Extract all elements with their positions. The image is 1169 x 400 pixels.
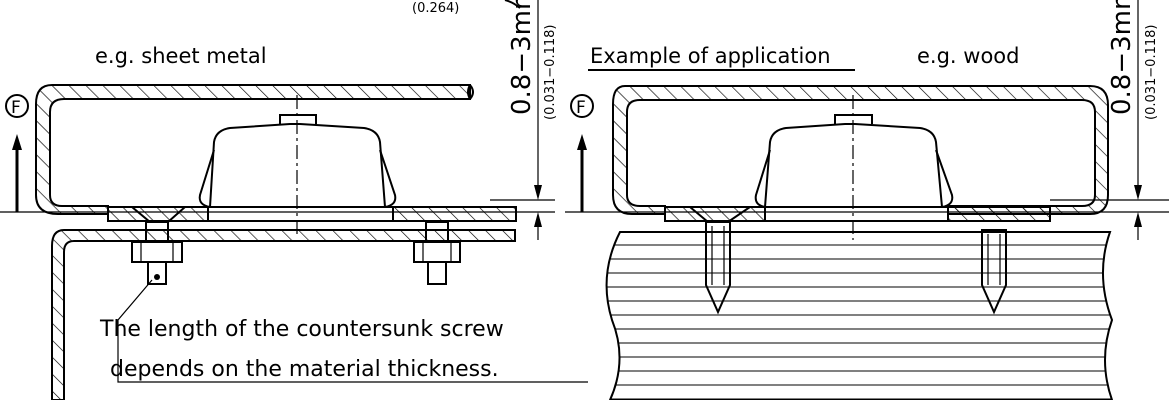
left-material-label: e.g. sheet metal (95, 44, 267, 68)
left-force-label: F (11, 98, 21, 118)
right-dimension: 0.8−3mm (0.031−0.118) (1107, 0, 1159, 240)
right-housing (612, 85, 1109, 215)
right-wood-screw (981, 229, 1007, 315)
wood-block (605, 231, 1114, 400)
left-dimension-in: (0.031−0.118) (543, 25, 558, 120)
left-vibration-mount (198, 95, 397, 235)
right-material-label: e.g. wood (917, 44, 1019, 68)
left-dimension: 0.8−3mm (0.031−0.118) (507, 0, 558, 240)
left-bolt-nut (413, 221, 461, 285)
note-line-2: depends on the material thickness. (110, 357, 499, 382)
left-dimension-mm: 0.8−3mm (507, 0, 537, 115)
left-force-indicator: F (5, 94, 29, 212)
top-partial-arc (504, 0, 521, 9)
left-panel: e.g. sheet metal (0, 0, 588, 400)
right-force-indicator: F (570, 94, 594, 212)
left-housing (35, 84, 474, 215)
right-dimension-mm: 0.8−3mm (1107, 0, 1137, 115)
note-line-1: The length of the countersunk screw (99, 317, 504, 342)
right-countersunk-wood-screw (687, 206, 754, 315)
right-vibration-mount (754, 95, 954, 240)
right-force-label: F (576, 98, 586, 118)
left-countersunk-screw (129, 206, 188, 285)
right-dimension-in: (0.031−0.118) (1144, 25, 1159, 120)
application-heading: Example of application (590, 44, 831, 68)
left-bracket (51, 229, 516, 400)
right-panel: Example of application e.g. wood (565, 0, 1169, 400)
top-partial-dimension-label: (0.264) (412, 1, 459, 16)
note-leader-line (117, 279, 588, 383)
